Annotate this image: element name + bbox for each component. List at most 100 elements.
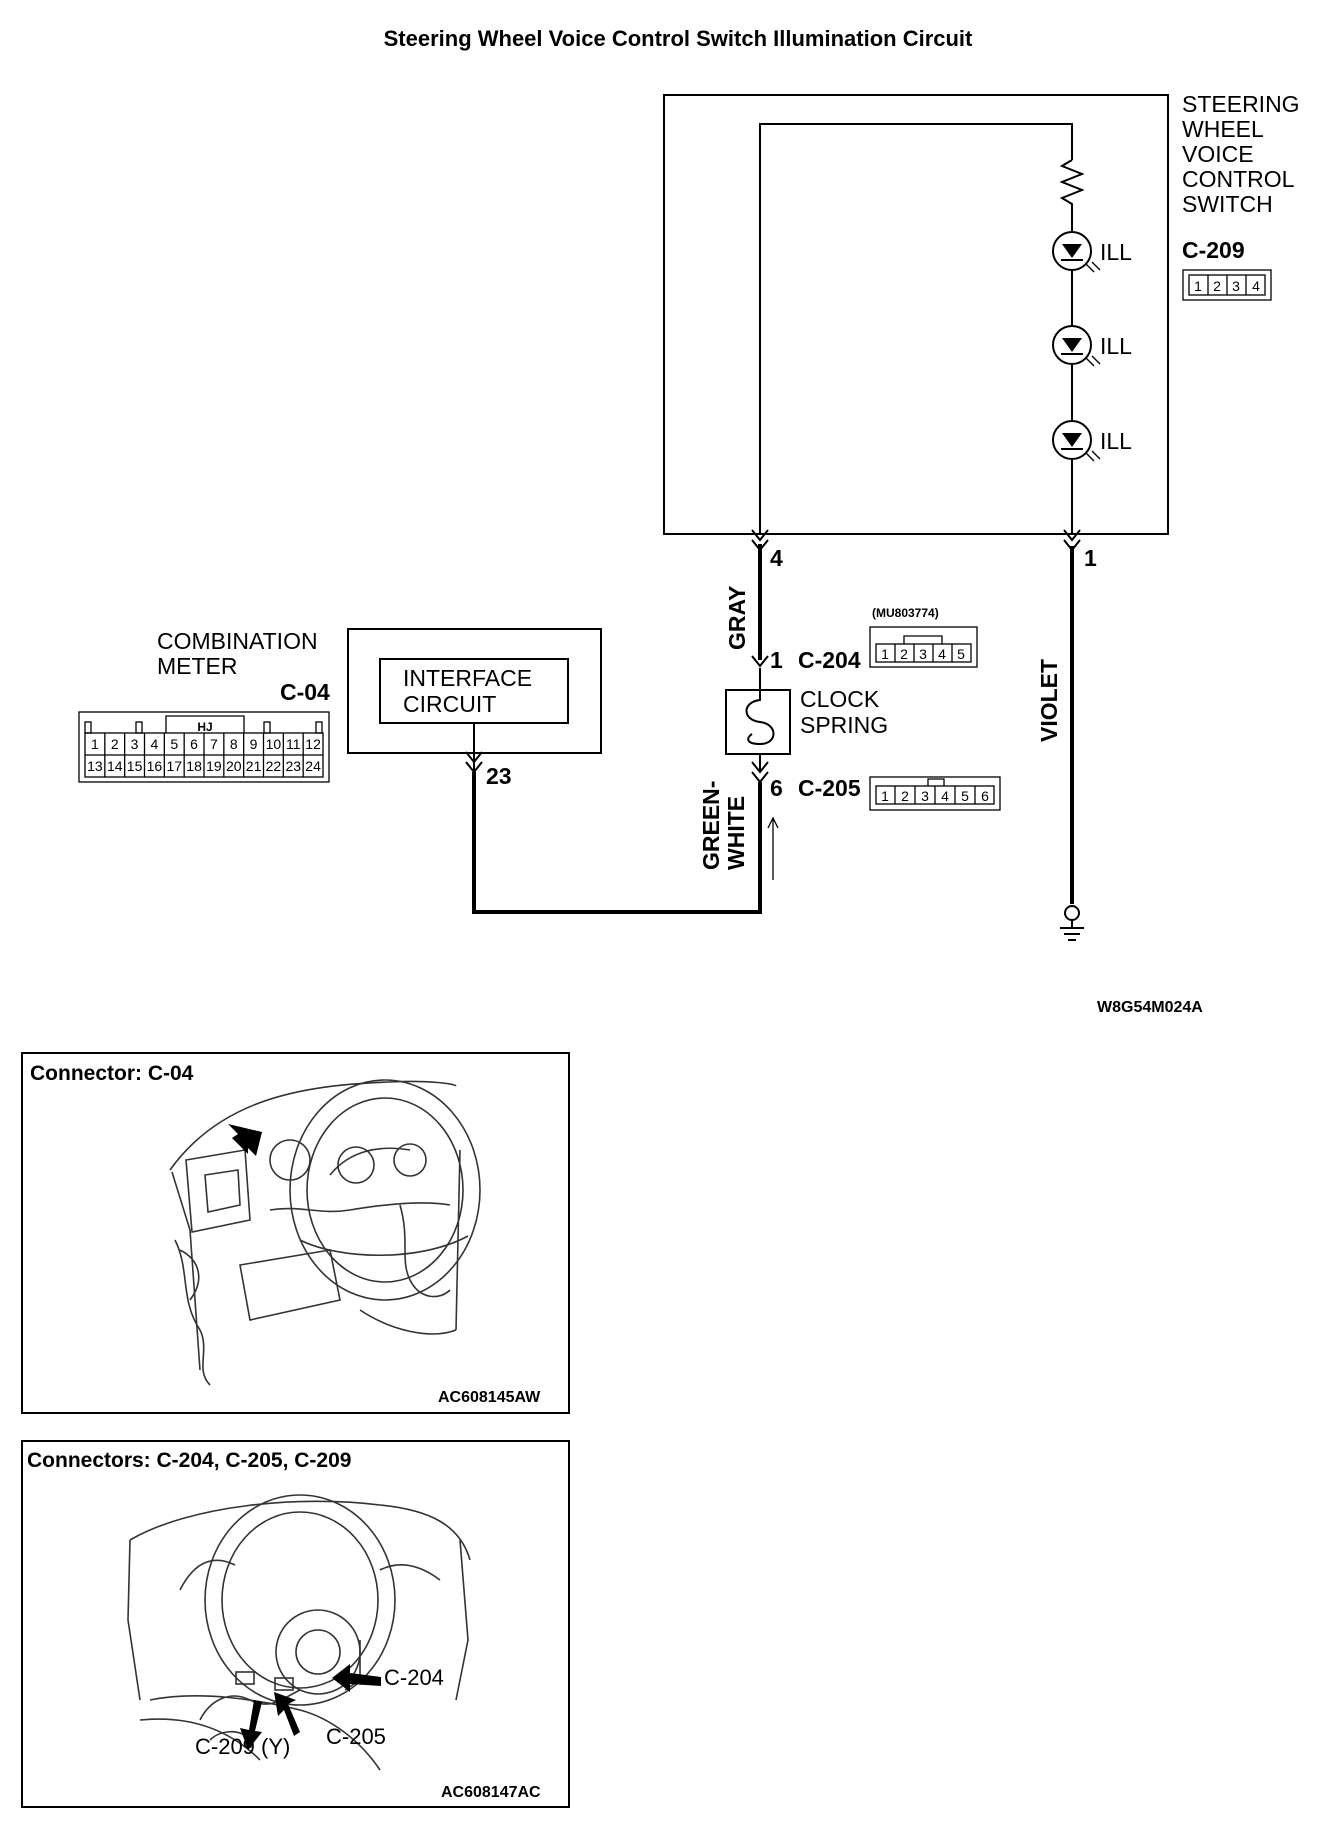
svg-text:4: 4 (941, 788, 949, 804)
svg-text:STEERING: STEERING (1182, 91, 1300, 117)
c04-pin-label: 23 (285, 758, 301, 774)
svg-text:SPRING: SPRING (800, 712, 888, 738)
svg-text:CLOCK: CLOCK (800, 686, 880, 712)
connector-c205-icon: 1 2 3 4 5 6 (869, 776, 1001, 811)
svg-text:4: 4 (1252, 278, 1260, 294)
svg-text:CIRCUIT: CIRCUIT (403, 691, 496, 717)
svg-text:4: 4 (938, 646, 946, 662)
svg-text:1: 1 (1084, 545, 1097, 571)
svg-text:6: 6 (981, 788, 989, 804)
svg-text:METER: METER (157, 653, 238, 679)
connector-c204-part-number: (MU803774) (872, 606, 939, 620)
svg-text:CONTROL: CONTROL (1182, 166, 1295, 192)
svg-text:5: 5 (957, 646, 965, 662)
c04-pin-label: 2 (111, 736, 119, 752)
svg-text:2: 2 (900, 646, 908, 662)
dashboard-illustration-connectors (127, 1494, 471, 1771)
svg-text:WHITE: WHITE (723, 796, 749, 870)
svg-text:3: 3 (919, 646, 927, 662)
clock-spring-box (725, 689, 791, 755)
c04-pin-label: 24 (305, 758, 321, 774)
clock-spring-name: CLOCK SPRING (800, 686, 888, 738)
pin-4-marker: 4 (751, 529, 783, 571)
clock-spring-pin-6: 6 (751, 761, 783, 801)
panel-1-code: AC608145AW (438, 1389, 541, 1406)
svg-text:ILL: ILL (1100, 428, 1132, 454)
resistor (1059, 159, 1085, 232)
callout-c205: C-205 (326, 1724, 386, 1749)
panel-2-title: Connectors: C-204, C-205, C-209 (27, 1449, 351, 1472)
svg-text:5: 5 (961, 788, 969, 804)
svg-text:SWITCH: SWITCH (1182, 191, 1273, 217)
c04-pin-label: 19 (206, 758, 222, 774)
c04-pin-label: 12 (305, 736, 321, 752)
c04-pin-label: 20 (226, 758, 242, 774)
meter-pin-23: 23 (465, 751, 512, 789)
c04-pin-label: 14 (107, 758, 123, 774)
svg-text:3: 3 (921, 788, 929, 804)
c04-pin-label: 9 (250, 736, 258, 752)
svg-text:HJ: HJ (197, 720, 212, 734)
connector-c205-label: C-205 (798, 775, 861, 801)
connector-c204-label: C-204 (798, 647, 861, 673)
svg-text:4: 4 (770, 545, 783, 571)
connector-c04-label: C-04 (280, 679, 330, 705)
connector-c209-label: C-209 (1182, 237, 1245, 263)
svg-text:ILL: ILL (1100, 239, 1132, 265)
svg-text:1: 1 (881, 788, 889, 804)
clock-spring-pin-1: 1 (751, 647, 783, 673)
c04-pin-label: 4 (151, 736, 159, 752)
c04-pin-label: 21 (246, 758, 262, 774)
svg-text:ILL: ILL (1100, 333, 1132, 359)
green-white-label: GREEN- WHITE (698, 781, 749, 870)
current-flow-arrow (767, 816, 779, 880)
svg-text:GREEN-: GREEN- (698, 781, 724, 870)
lamp-2: ILL (1052, 325, 1132, 367)
lamp-1: ILL (1052, 231, 1132, 273)
svg-text:6: 6 (770, 775, 783, 801)
combination-meter-name: COMBINATION METER (157, 628, 318, 679)
c04-pin-label: 8 (230, 736, 238, 752)
interface-circuit-label: INTERFACE CIRCUIT (403, 665, 532, 717)
gray-wire-label: GRAY (724, 586, 750, 650)
svg-text:1: 1 (770, 647, 783, 673)
green-white-wire (472, 772, 762, 914)
lamp-3: ILL (1052, 420, 1132, 462)
svg-text:COMBINATION: COMBINATION (157, 628, 318, 654)
c04-pin-label: 15 (127, 758, 143, 774)
panel-1-title: Connector: C-04 (30, 1062, 194, 1085)
violet-wire-label: VIOLET (1036, 659, 1062, 742)
callout-c204: C-204 (384, 1665, 444, 1690)
c04-pin-label: 1 (91, 736, 99, 752)
c04-pin-label: 22 (266, 758, 282, 774)
ground-icon (1060, 905, 1084, 941)
svg-text:1: 1 (881, 646, 889, 662)
c04-pin-label: 16 (147, 758, 163, 774)
clock-spring-symbol (745, 668, 775, 746)
svg-text:2: 2 (901, 788, 909, 804)
svg-text:1: 1 (1194, 278, 1202, 294)
connector-c209-icon: 1 2 3 4 (1182, 269, 1272, 301)
c04-pin-label: 10 (266, 736, 282, 752)
connector-c204-icon: 1 2 3 4 5 (869, 626, 978, 668)
switch-name: STEERING WHEEL VOICE CONTROL SWITCH (1182, 91, 1300, 217)
c04-pin-label: 6 (190, 736, 198, 752)
svg-text:VOICE: VOICE (1182, 141, 1254, 167)
page-title: Steering Wheel Voice Control Switch Illu… (384, 26, 973, 51)
c04-pin-label: 13 (87, 758, 103, 774)
c04-pin-label: 5 (170, 736, 178, 752)
figure-code: W8G54M024A (1097, 999, 1203, 1016)
panel-2-code: AC608147AC (441, 1784, 541, 1801)
c04-pin-label: 7 (210, 736, 218, 752)
panel-connectors-c204-c205-c209 (21, 1440, 570, 1808)
c04-pin-label: 3 (131, 736, 139, 752)
dashboard-illustration-c04 (169, 1079, 481, 1386)
svg-text:WHEEL: WHEEL (1182, 116, 1264, 142)
svg-text:23: 23 (486, 763, 512, 789)
panel-connector-c04 (21, 1052, 570, 1414)
c04-pin-label: 11 (286, 736, 301, 752)
pin-1-marker: 1 (1063, 529, 1097, 571)
svg-text:INTERFACE: INTERFACE (403, 665, 532, 691)
